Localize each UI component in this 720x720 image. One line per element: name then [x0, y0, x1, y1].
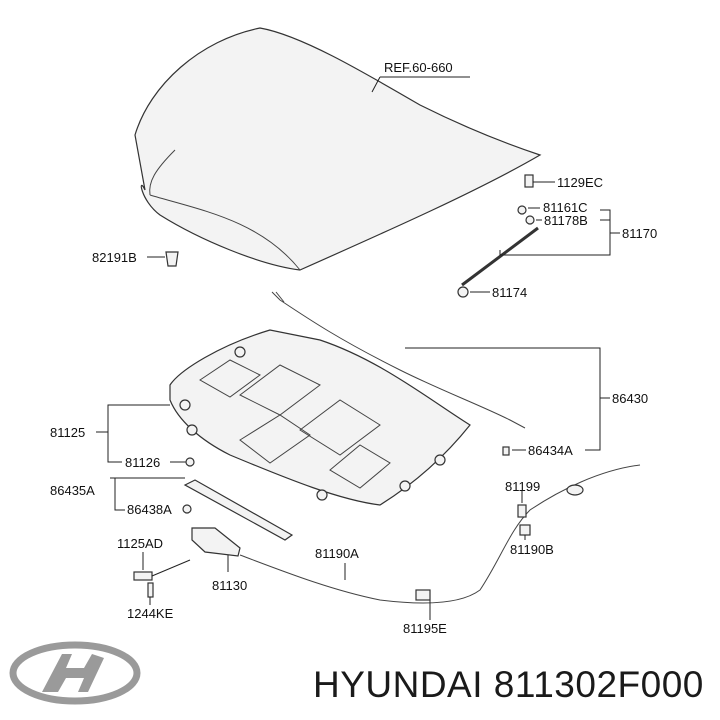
- weatherstrip: 86430 86434A: [271, 291, 648, 458]
- label-81130: 81130: [212, 578, 247, 593]
- label-81174: 81174: [492, 285, 527, 300]
- clip-callouts: 81125 81126: [50, 404, 195, 470]
- ref-label: REF.60-660: [384, 60, 453, 75]
- label-86438A: 86438A: [127, 502, 172, 517]
- label-86434A: 86434A: [528, 443, 573, 458]
- front-seal: 86435A 86438A: [50, 477, 294, 541]
- label-82191B: 82191B: [92, 250, 137, 265]
- label-81195E: 81195E: [403, 621, 447, 636]
- hood-insulator: [169, 329, 471, 506]
- release-cable: 81190A 81195E 81199 81190B: [239, 464, 641, 636]
- hood-lift-strut: 1129EC 81161C 81178B 81170 81174: [457, 174, 657, 300]
- label-81190A: 81190A: [315, 546, 359, 561]
- label-81125: 81125: [50, 425, 85, 440]
- label-86435A: 86435A: [50, 483, 95, 498]
- bumper-stop: 82191B: [92, 250, 179, 267]
- label-81126: 81126: [125, 455, 160, 470]
- label-81199: 81199: [505, 479, 540, 494]
- label-81178B: 81178B: [544, 213, 588, 228]
- part-caption: HYUNDAI 811302F000: [313, 664, 704, 705]
- label-1129EC: 1129EC: [557, 175, 603, 190]
- hood-latch: 81130 1125AD 1244KE: [117, 527, 247, 621]
- label-86430: 86430: [612, 391, 648, 406]
- label-81161C: 81161C: [543, 200, 588, 215]
- hood-panel: [134, 27, 542, 271]
- label-1125AD: 1125AD: [117, 536, 163, 551]
- label-1244KE: 1244KE: [127, 606, 174, 621]
- label-81170: 81170: [622, 226, 657, 241]
- label-81190B: 81190B: [510, 542, 554, 557]
- hyundai-logo: [9, 641, 141, 705]
- ref-callout: REF.60-660: [371, 60, 470, 93]
